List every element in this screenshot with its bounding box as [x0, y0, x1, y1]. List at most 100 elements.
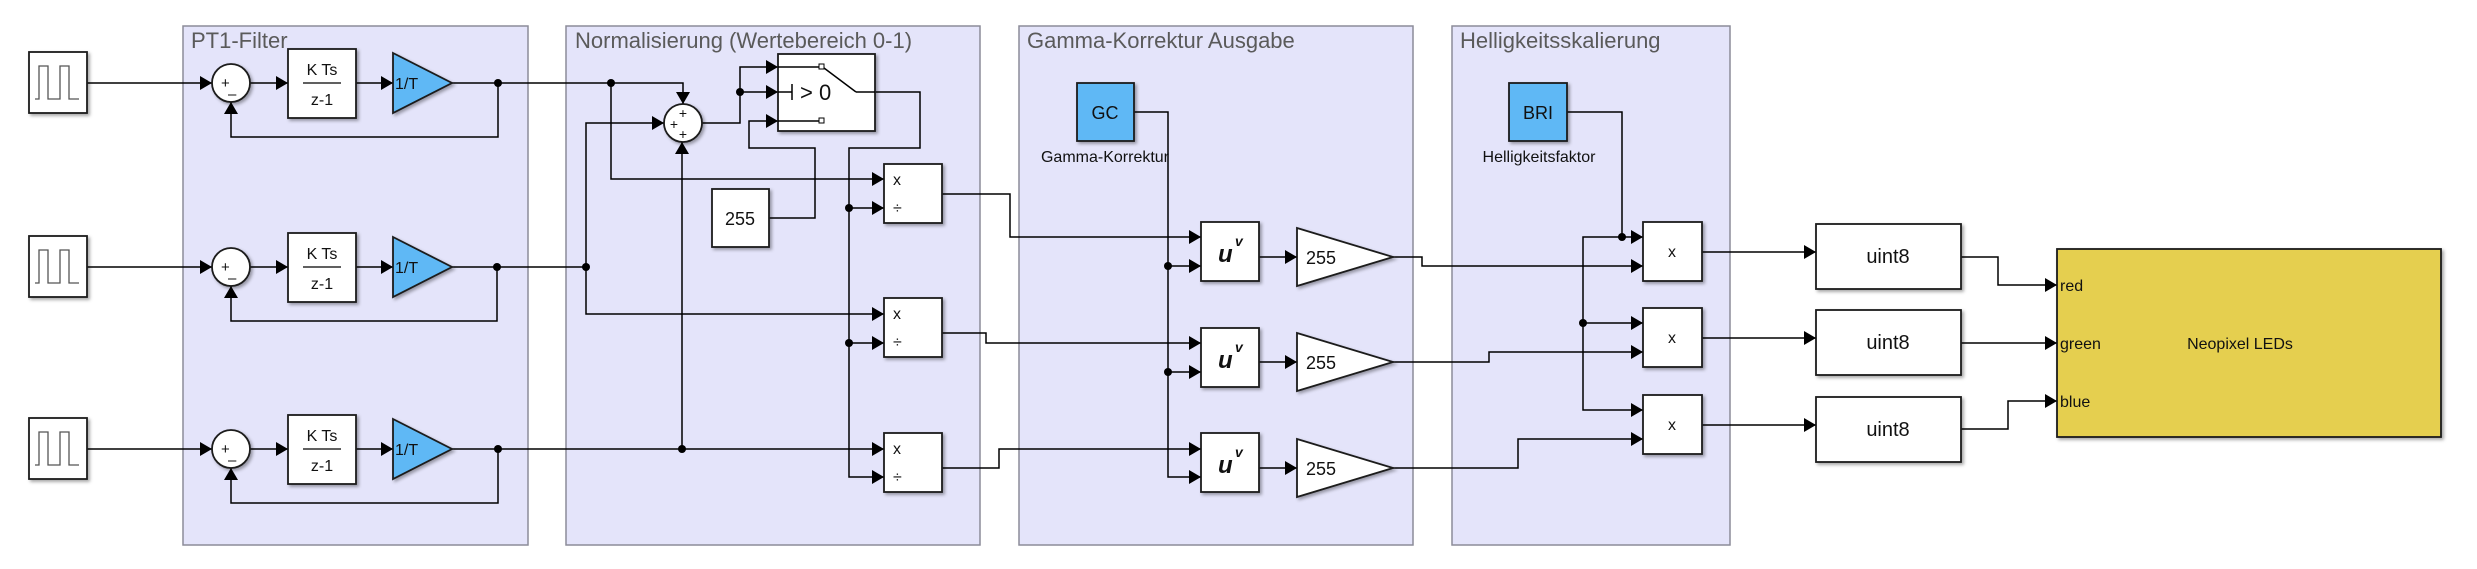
product-frame — [1642, 307, 1703, 368]
power-frame — [1200, 221, 1260, 282]
product-frame — [1642, 221, 1703, 282]
arrowhead — [224, 468, 238, 480]
gamma-constant-block[interactable]: GC — [1076, 82, 1135, 142]
sum-block[interactable]: +– — [211, 247, 251, 287]
product-frame — [1642, 394, 1703, 455]
gain-value: 255 — [1306, 459, 1336, 479]
sum-minus-sign: – — [228, 270, 237, 287]
sum-block[interactable]: +– — [211, 429, 251, 469]
arrowhead — [1189, 365, 1201, 379]
signal-line — [230, 267, 498, 322]
branch-dot — [493, 263, 501, 271]
arrowhead — [1631, 403, 1643, 417]
arrowhead — [872, 336, 884, 350]
branch-dot — [1618, 233, 1626, 241]
signal-line — [1393, 351, 1643, 363]
tf-numerator: K Ts — [307, 428, 338, 445]
pulse-icon — [35, 431, 79, 466]
product-divide-block[interactable]: x÷ — [883, 297, 943, 358]
arrowhead — [872, 201, 884, 215]
arrowhead — [224, 102, 238, 114]
brightness-constant-label: Helligkeitsfaktor — [1483, 149, 1597, 166]
gain-255-block[interactable]: 255 — [1296, 226, 1397, 288]
discrete-transfer-fcn-block[interactable]: K Ts z-1 — [287, 48, 357, 119]
product-block[interactable]: x — [1642, 307, 1703, 368]
gain-value: 255 — [1306, 248, 1336, 268]
tf-numerator: K Ts — [307, 62, 338, 79]
arrowhead — [1189, 470, 1201, 484]
neopixel-leds-block[interactable]: Neopixel LEDs red green blue — [2056, 248, 2442, 438]
arrowhead — [1631, 432, 1643, 446]
constant-255-block[interactable]: 255 — [711, 188, 770, 248]
signal-line — [585, 267, 884, 315]
discrete-transfer-fcn-block[interactable]: K Tsz-1 — [287, 232, 357, 303]
switch-block[interactable]: > 0 — [777, 53, 876, 132]
branch-dot — [1164, 262, 1172, 270]
product-sign: x — [1668, 417, 1676, 434]
area-title: PT1-Filter — [191, 28, 288, 53]
arrowhead — [200, 76, 212, 90]
branch-dot — [845, 204, 853, 212]
brightness-constant-block[interactable]: BRI — [1508, 82, 1568, 142]
pulse-generator-block[interactable] — [28, 417, 88, 480]
discrete-transfer-fcn-block[interactable]: K Tsz-1 — [287, 414, 357, 485]
arrowhead — [1189, 259, 1201, 273]
divide-frame — [883, 297, 943, 358]
branch-dot — [845, 339, 853, 347]
divide-sign: ÷ — [893, 334, 902, 351]
arrowhead — [200, 442, 212, 456]
tf-denominator: z-1 — [311, 276, 333, 293]
branch-dot — [494, 79, 502, 87]
conversion-frame — [1815, 223, 1962, 290]
branch-dot — [494, 445, 502, 453]
area-title: Gamma-Korrektur Ausgabe — [1027, 28, 1295, 53]
pulse-generator-block[interactable] — [28, 235, 88, 298]
area-title: Helligkeitsskalierung — [1460, 28, 1661, 53]
tf-denominator: z-1 — [311, 92, 333, 109]
signal-line — [1393, 256, 1643, 267]
sum-block[interactable]: +– — [211, 63, 251, 103]
data-type-conversion-block[interactable]: uint8 — [1815, 223, 1962, 290]
arrowhead — [766, 114, 778, 128]
sum-block-3-inputs[interactable]: + + + — [663, 103, 703, 143]
arrowhead — [872, 470, 884, 484]
sum-sign-left: + — [670, 116, 678, 132]
area-helligkeitsskalierung[interactable]: Helligkeitsskalierung — [1451, 25, 1731, 546]
divide-frame — [883, 163, 943, 224]
arrowhead — [276, 76, 288, 90]
branch-dot — [1164, 368, 1172, 376]
arrowhead — [1189, 230, 1201, 244]
signal-line — [230, 449, 499, 504]
multiply-sign: x — [893, 441, 901, 458]
signal-line — [848, 91, 921, 478]
branch-dot — [736, 88, 744, 96]
product-sign: x — [1668, 330, 1676, 347]
arrowhead — [381, 442, 393, 456]
multiply-sign: x — [893, 172, 901, 189]
sum-plus-sign: + — [221, 259, 230, 276]
gain-value: 1/T — [395, 442, 418, 459]
signal-line — [942, 332, 1201, 344]
pulse-icon — [35, 65, 79, 100]
gamma-constant-label: Gamma-Korrektur — [1041, 149, 1170, 166]
data-type-conversion-block[interactable]: uint8 — [1815, 309, 1962, 376]
product-block[interactable]: x — [1642, 394, 1703, 455]
arrowhead — [1189, 336, 1201, 350]
sum-sign-bottom: + — [679, 126, 687, 142]
product-divide-block[interactable]: x÷ — [883, 432, 943, 493]
signal-line — [1393, 438, 1643, 469]
arrowhead — [1804, 331, 1816, 345]
product-block[interactable]: x — [1642, 221, 1703, 282]
data-type-conversion-block[interactable]: uint8 — [1815, 396, 1962, 463]
pulse-generator-block[interactable] — [28, 51, 88, 114]
product-divide-block[interactable]: x÷ — [883, 163, 943, 224]
pulse-generator-frame — [28, 417, 88, 480]
conversion-type: uint8 — [1866, 419, 1909, 441]
sum-sign-top: + — [679, 105, 687, 121]
